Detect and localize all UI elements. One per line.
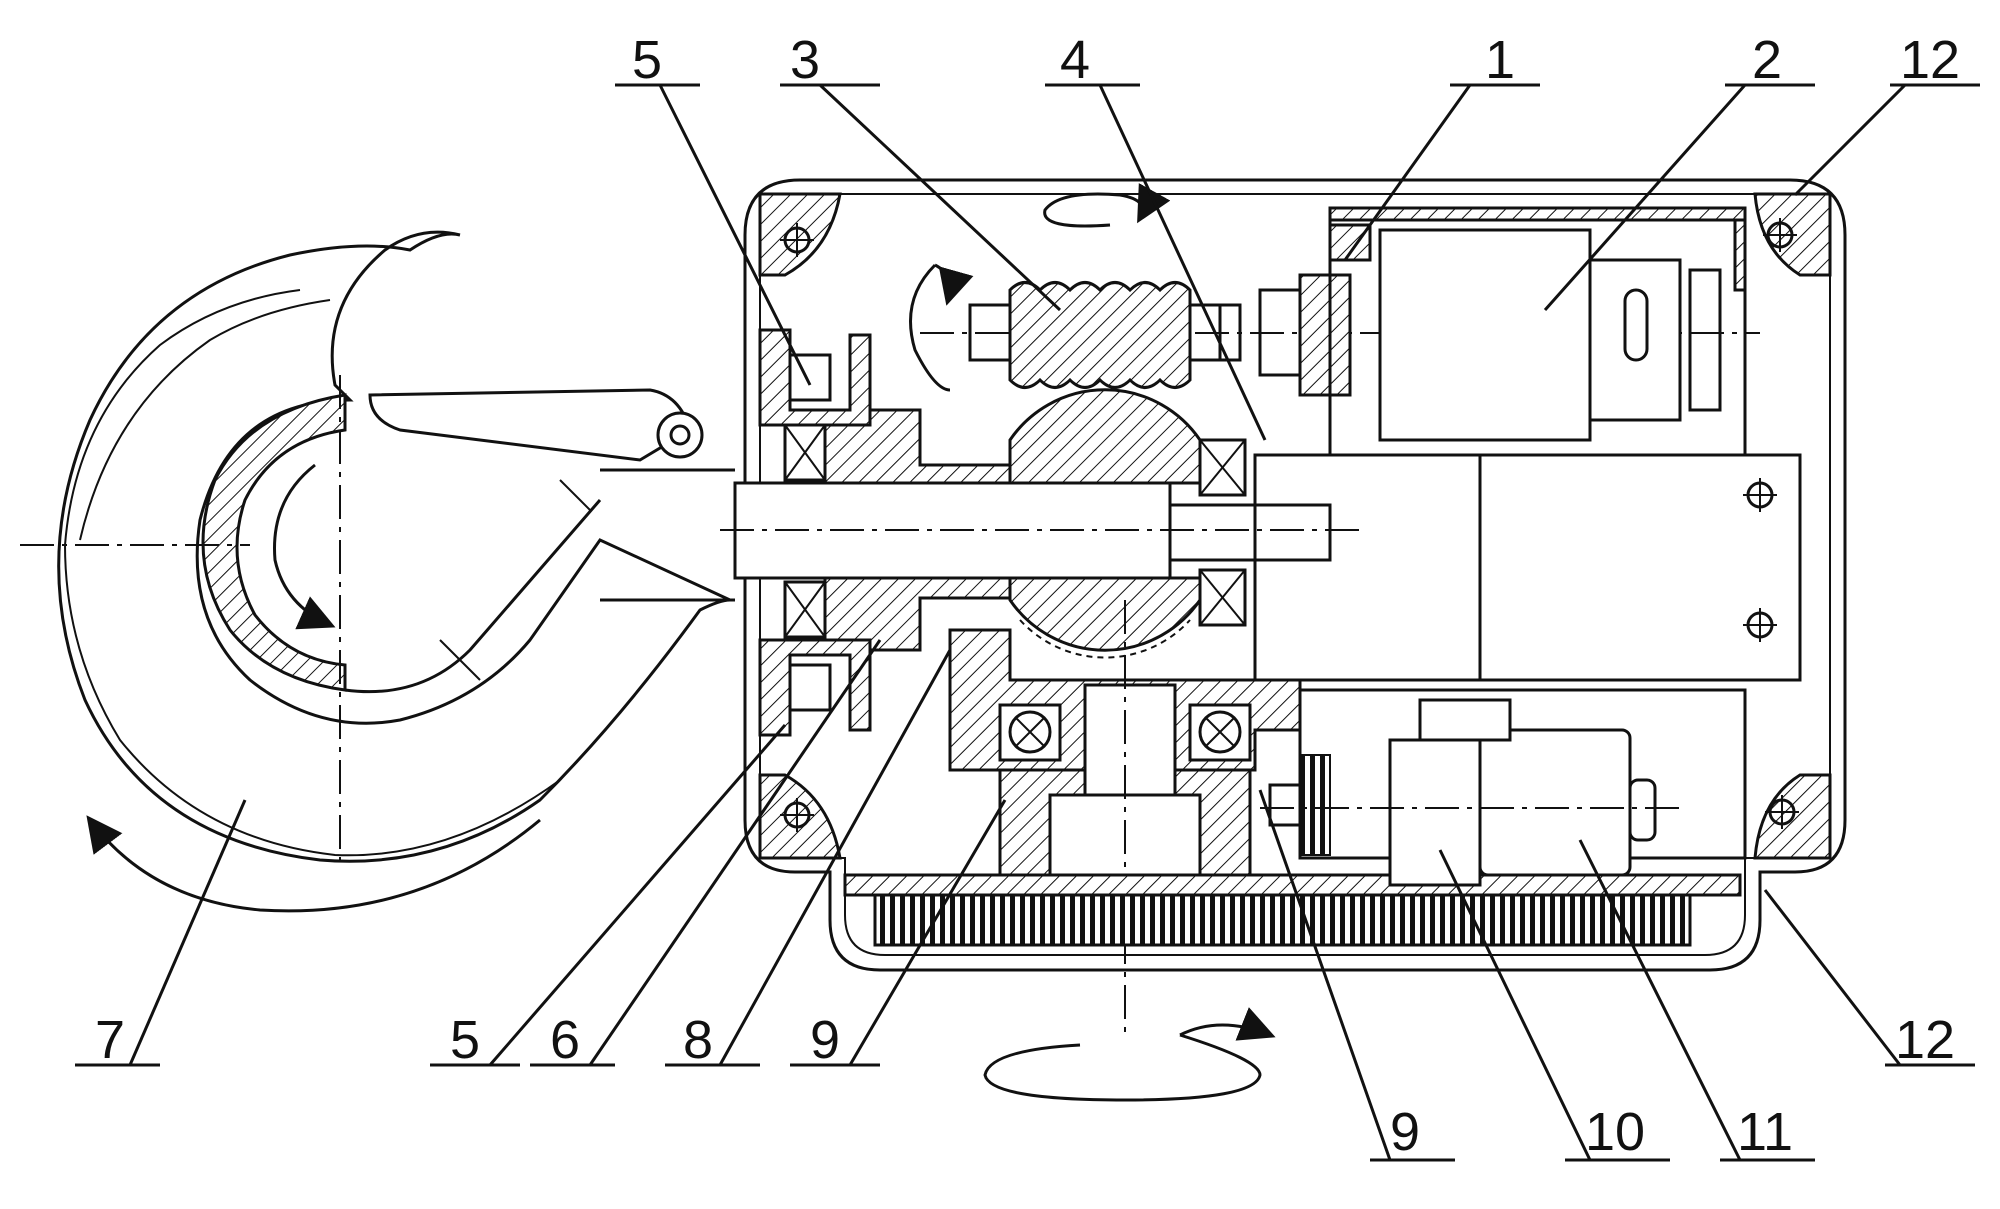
bearing-left-bottom	[783, 580, 827, 639]
bearing-right-bottom	[1198, 568, 1247, 627]
bolt-bottom-right	[1765, 795, 1799, 829]
flange-top	[758, 328, 872, 427]
label-12-bottom: 12	[1895, 1010, 1955, 1070]
gear-housing	[948, 600, 1302, 1040]
bolt-bottom-left	[780, 798, 814, 832]
label-11: 11	[1737, 1102, 1793, 1162]
mount-block	[1253, 453, 1802, 682]
label-3: 3	[790, 30, 820, 90]
label-12-top: 12	[1900, 30, 1960, 90]
label-5-bottom: 5	[450, 1010, 480, 1070]
bearing-vertical-left	[998, 703, 1062, 762]
housing	[743, 178, 1847, 972]
label-4: 4	[1060, 30, 1090, 90]
label-6: 6	[550, 1010, 580, 1070]
leader-lines	[75, 83, 1980, 1162]
worm-thread	[1008, 281, 1192, 389]
flange-bottom	[758, 638, 872, 737]
bearing-right-top	[1198, 438, 1247, 497]
ring-gear	[843, 873, 1742, 947]
label-9-left: 9	[810, 1010, 840, 1070]
label-8: 8	[683, 1010, 713, 1070]
motor-lower	[1260, 688, 1747, 887]
bolt-top-right	[1763, 218, 1797, 252]
coupling	[1298, 223, 1372, 397]
label-1: 1	[1485, 30, 1515, 90]
bolt-top-left	[780, 223, 814, 257]
bearing-vertical-right	[1188, 703, 1252, 762]
label-9-right: 9	[1390, 1102, 1420, 1162]
worm-wheel	[1008, 388, 1202, 659]
motor-upper	[1328, 206, 1747, 457]
label-10: 10	[1585, 1102, 1645, 1162]
hook	[20, 230, 735, 913]
label-2: 2	[1752, 30, 1782, 90]
label-7: 7	[95, 1010, 125, 1070]
bearing-left-top	[783, 423, 827, 482]
label-5-top: 5	[632, 30, 662, 90]
